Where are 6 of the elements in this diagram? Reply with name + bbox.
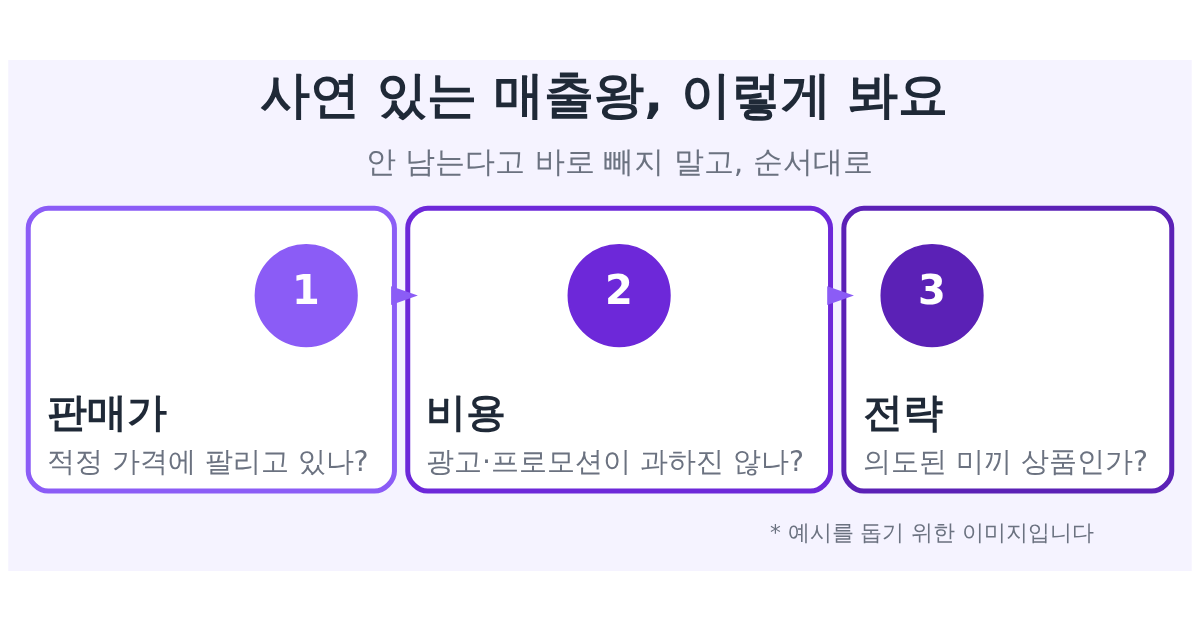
label: 안 남는다고 바로 빼지 말고, 순서대로 bbox=[365, 143, 873, 179]
diagram-title: 사연 있는 매출왕, 이렇게 봐요 bbox=[259, 65, 949, 124]
node-circle: 3 bbox=[880, 243, 984, 347]
node-circle: 2 bbox=[567, 243, 671, 347]
node-circle: 1 bbox=[254, 243, 358, 347]
label: * 예시를 돕기 위한 이미지입니다 bbox=[769, 519, 1095, 545]
